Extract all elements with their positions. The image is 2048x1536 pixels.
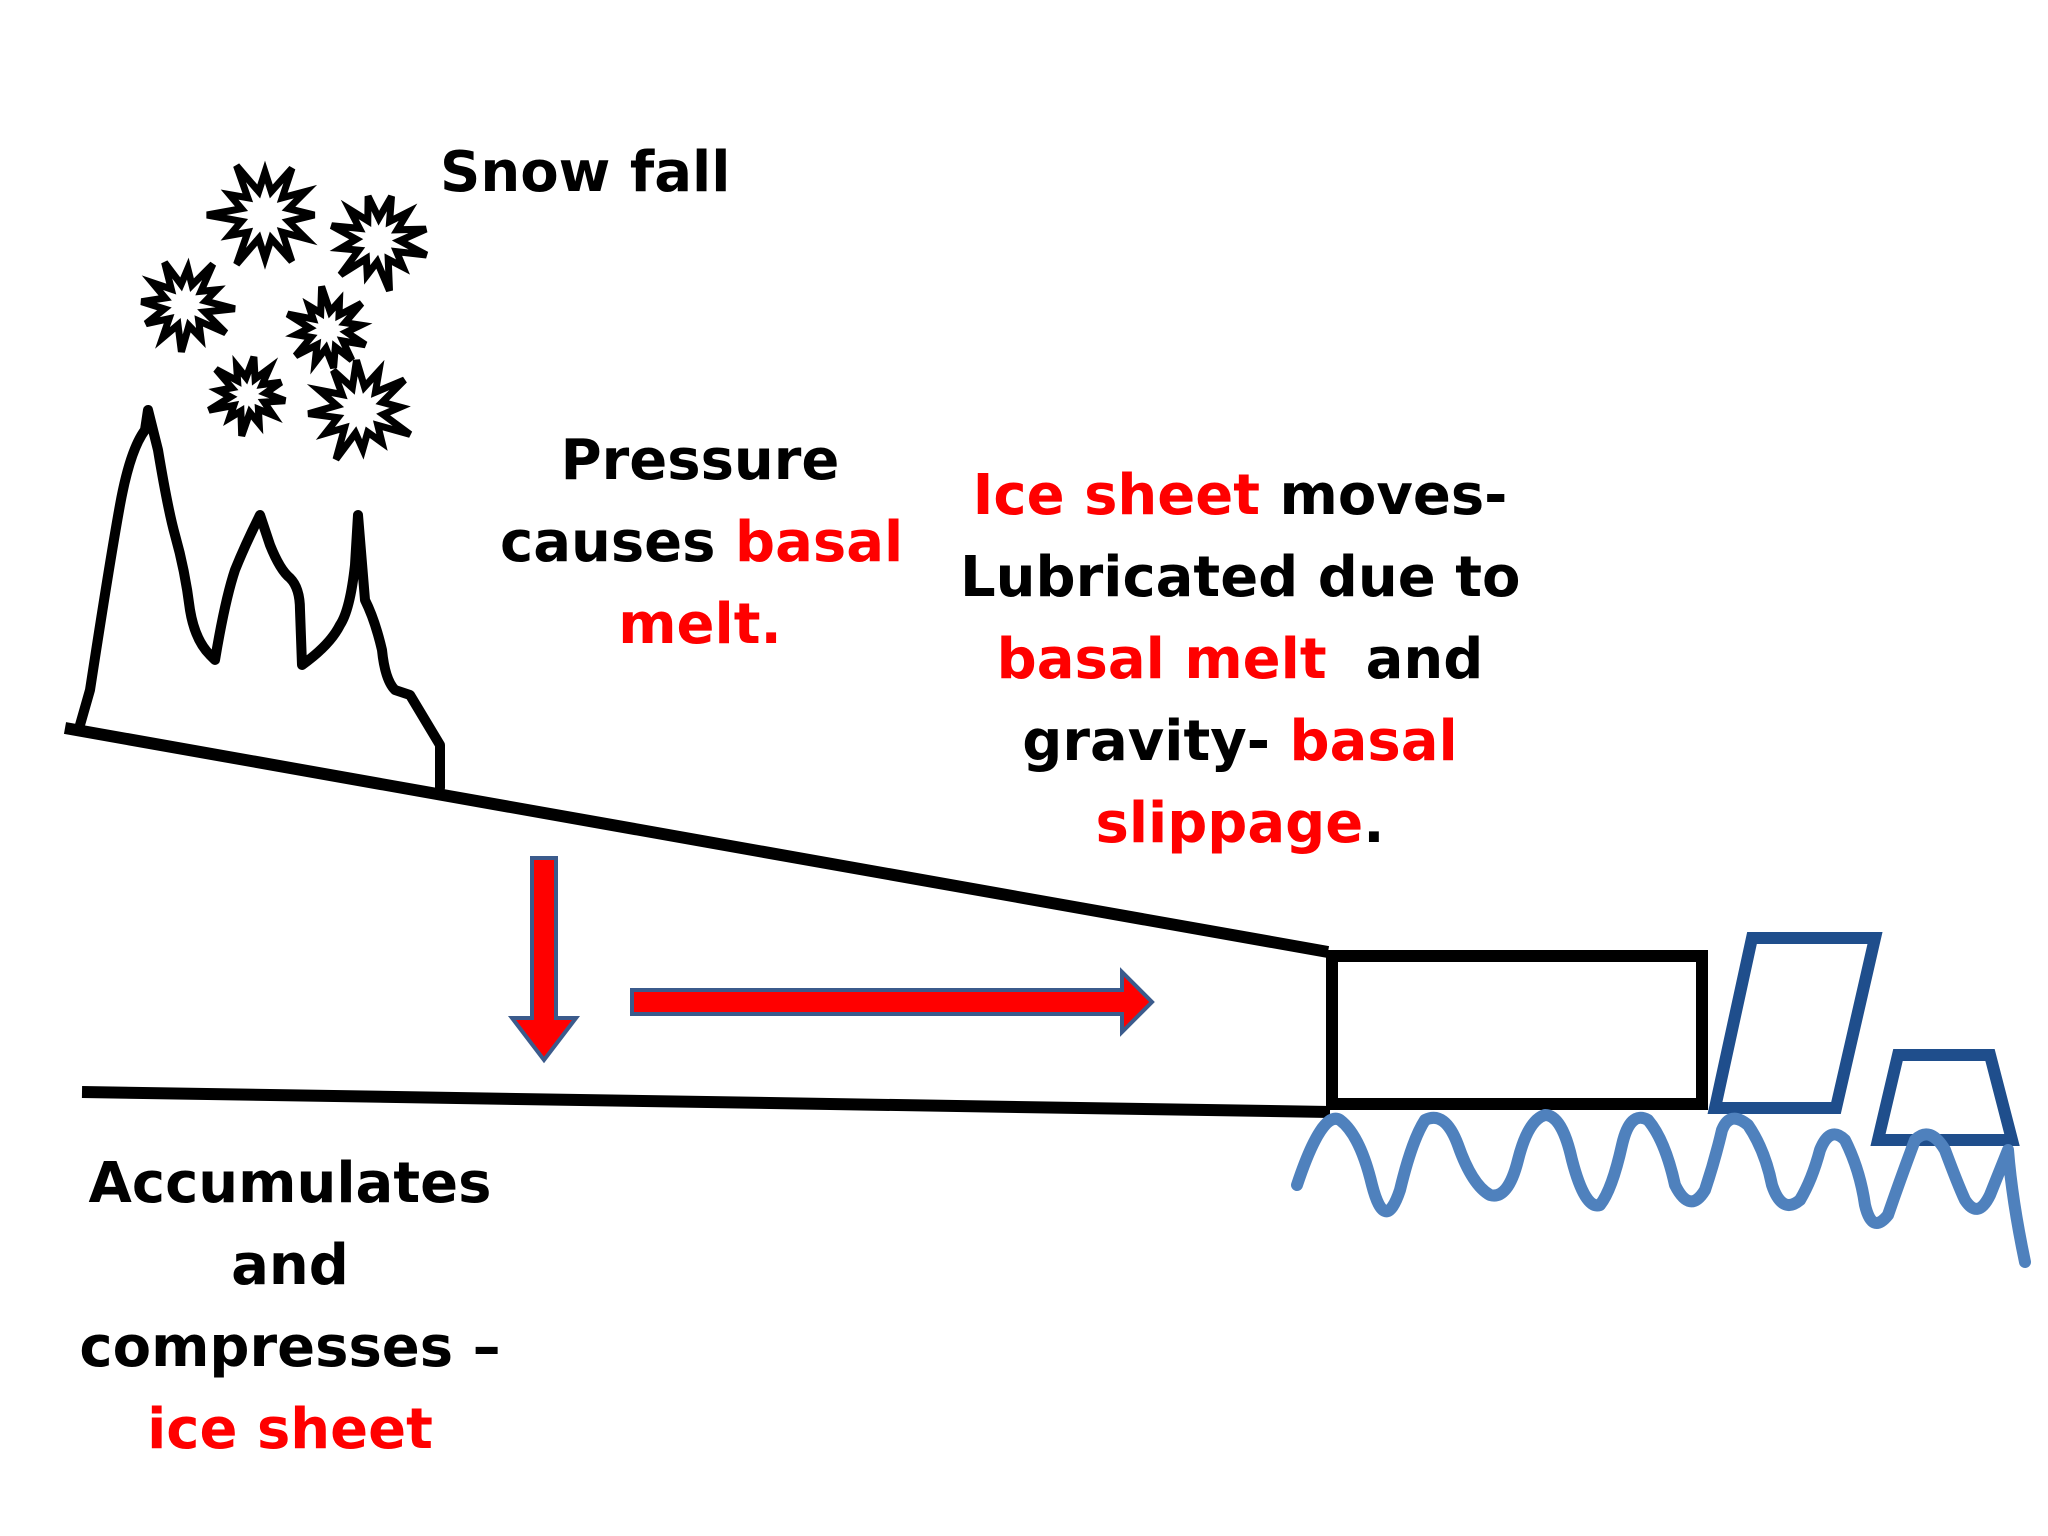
pressure-line-2: causes basal — [500, 502, 904, 584]
snow-fall-label: Snow fall — [440, 140, 731, 205]
ice-moves-line-4: gravity- basal — [960, 701, 1520, 783]
snowflake-icon — [206, 160, 318, 270]
ice-moves-line-2: Lubricated due to — [960, 545, 1521, 610]
ice-moves-line-1-red: Ice sheet — [972, 463, 1261, 528]
ice-moves-line-3-red: basal melt — [996, 627, 1327, 692]
ice-sheet-upper-surface — [63, 722, 1330, 958]
accumulates-line-1: Accumulates — [88, 1151, 492, 1216]
iceberg-tilted — [1707, 932, 1883, 1114]
snowflake-icon — [207, 354, 287, 438]
snowflake-icon — [306, 359, 413, 462]
accumulates-line-4: ice sheet — [147, 1397, 433, 1462]
ice-moves-line-5: slippage. — [960, 783, 1520, 865]
iceberg-small — [1870, 1049, 2020, 1146]
accumulates-line-3: compresses – — [79, 1315, 501, 1380]
ice-moves-line-3-black: and — [1326, 627, 1484, 692]
ice-sheet-moves-label: Ice sheet moves- Lubricated due to basal… — [960, 455, 1520, 865]
ice-moves-line-4-black: gravity- — [1022, 709, 1290, 774]
snowflake-icon — [285, 285, 373, 375]
water-waves — [1291, 1109, 2031, 1268]
pressure-line-2-red: basal — [735, 510, 904, 575]
ice-moves-line-5-black: . — [1363, 791, 1385, 856]
ice-shelf-block — [1326, 950, 1708, 1110]
ice-moves-line-3: basal melt and — [960, 619, 1520, 701]
ice-moves-line-1: Ice sheet moves- — [960, 455, 1520, 537]
snowflake-icon — [329, 194, 429, 293]
pressure-line-3: melt. — [618, 592, 782, 657]
down-arrow-icon — [507, 856, 581, 1064]
ice-moves-line-5-red: slippage — [1095, 791, 1364, 856]
ice-moves-line-4-red: basal — [1289, 709, 1458, 774]
snowflakes — [140, 160, 429, 462]
accumulates-label: Accumulates and compresses – ice sheet — [60, 1143, 520, 1471]
ice-sheet-base-line — [81, 1086, 1331, 1118]
right-arrow-icon — [630, 967, 1155, 1037]
pressure-line-2-black: causes — [500, 510, 735, 575]
accumulates-line-2: and — [231, 1233, 349, 1298]
snowflake-icon — [140, 257, 236, 353]
mountain-icon — [75, 405, 445, 793]
pressure-label: Pressure causes basal melt. — [500, 420, 904, 666]
pressure-line-1: Pressure — [560, 428, 840, 493]
ice-moves-line-1-black: moves- — [1260, 463, 1508, 528]
